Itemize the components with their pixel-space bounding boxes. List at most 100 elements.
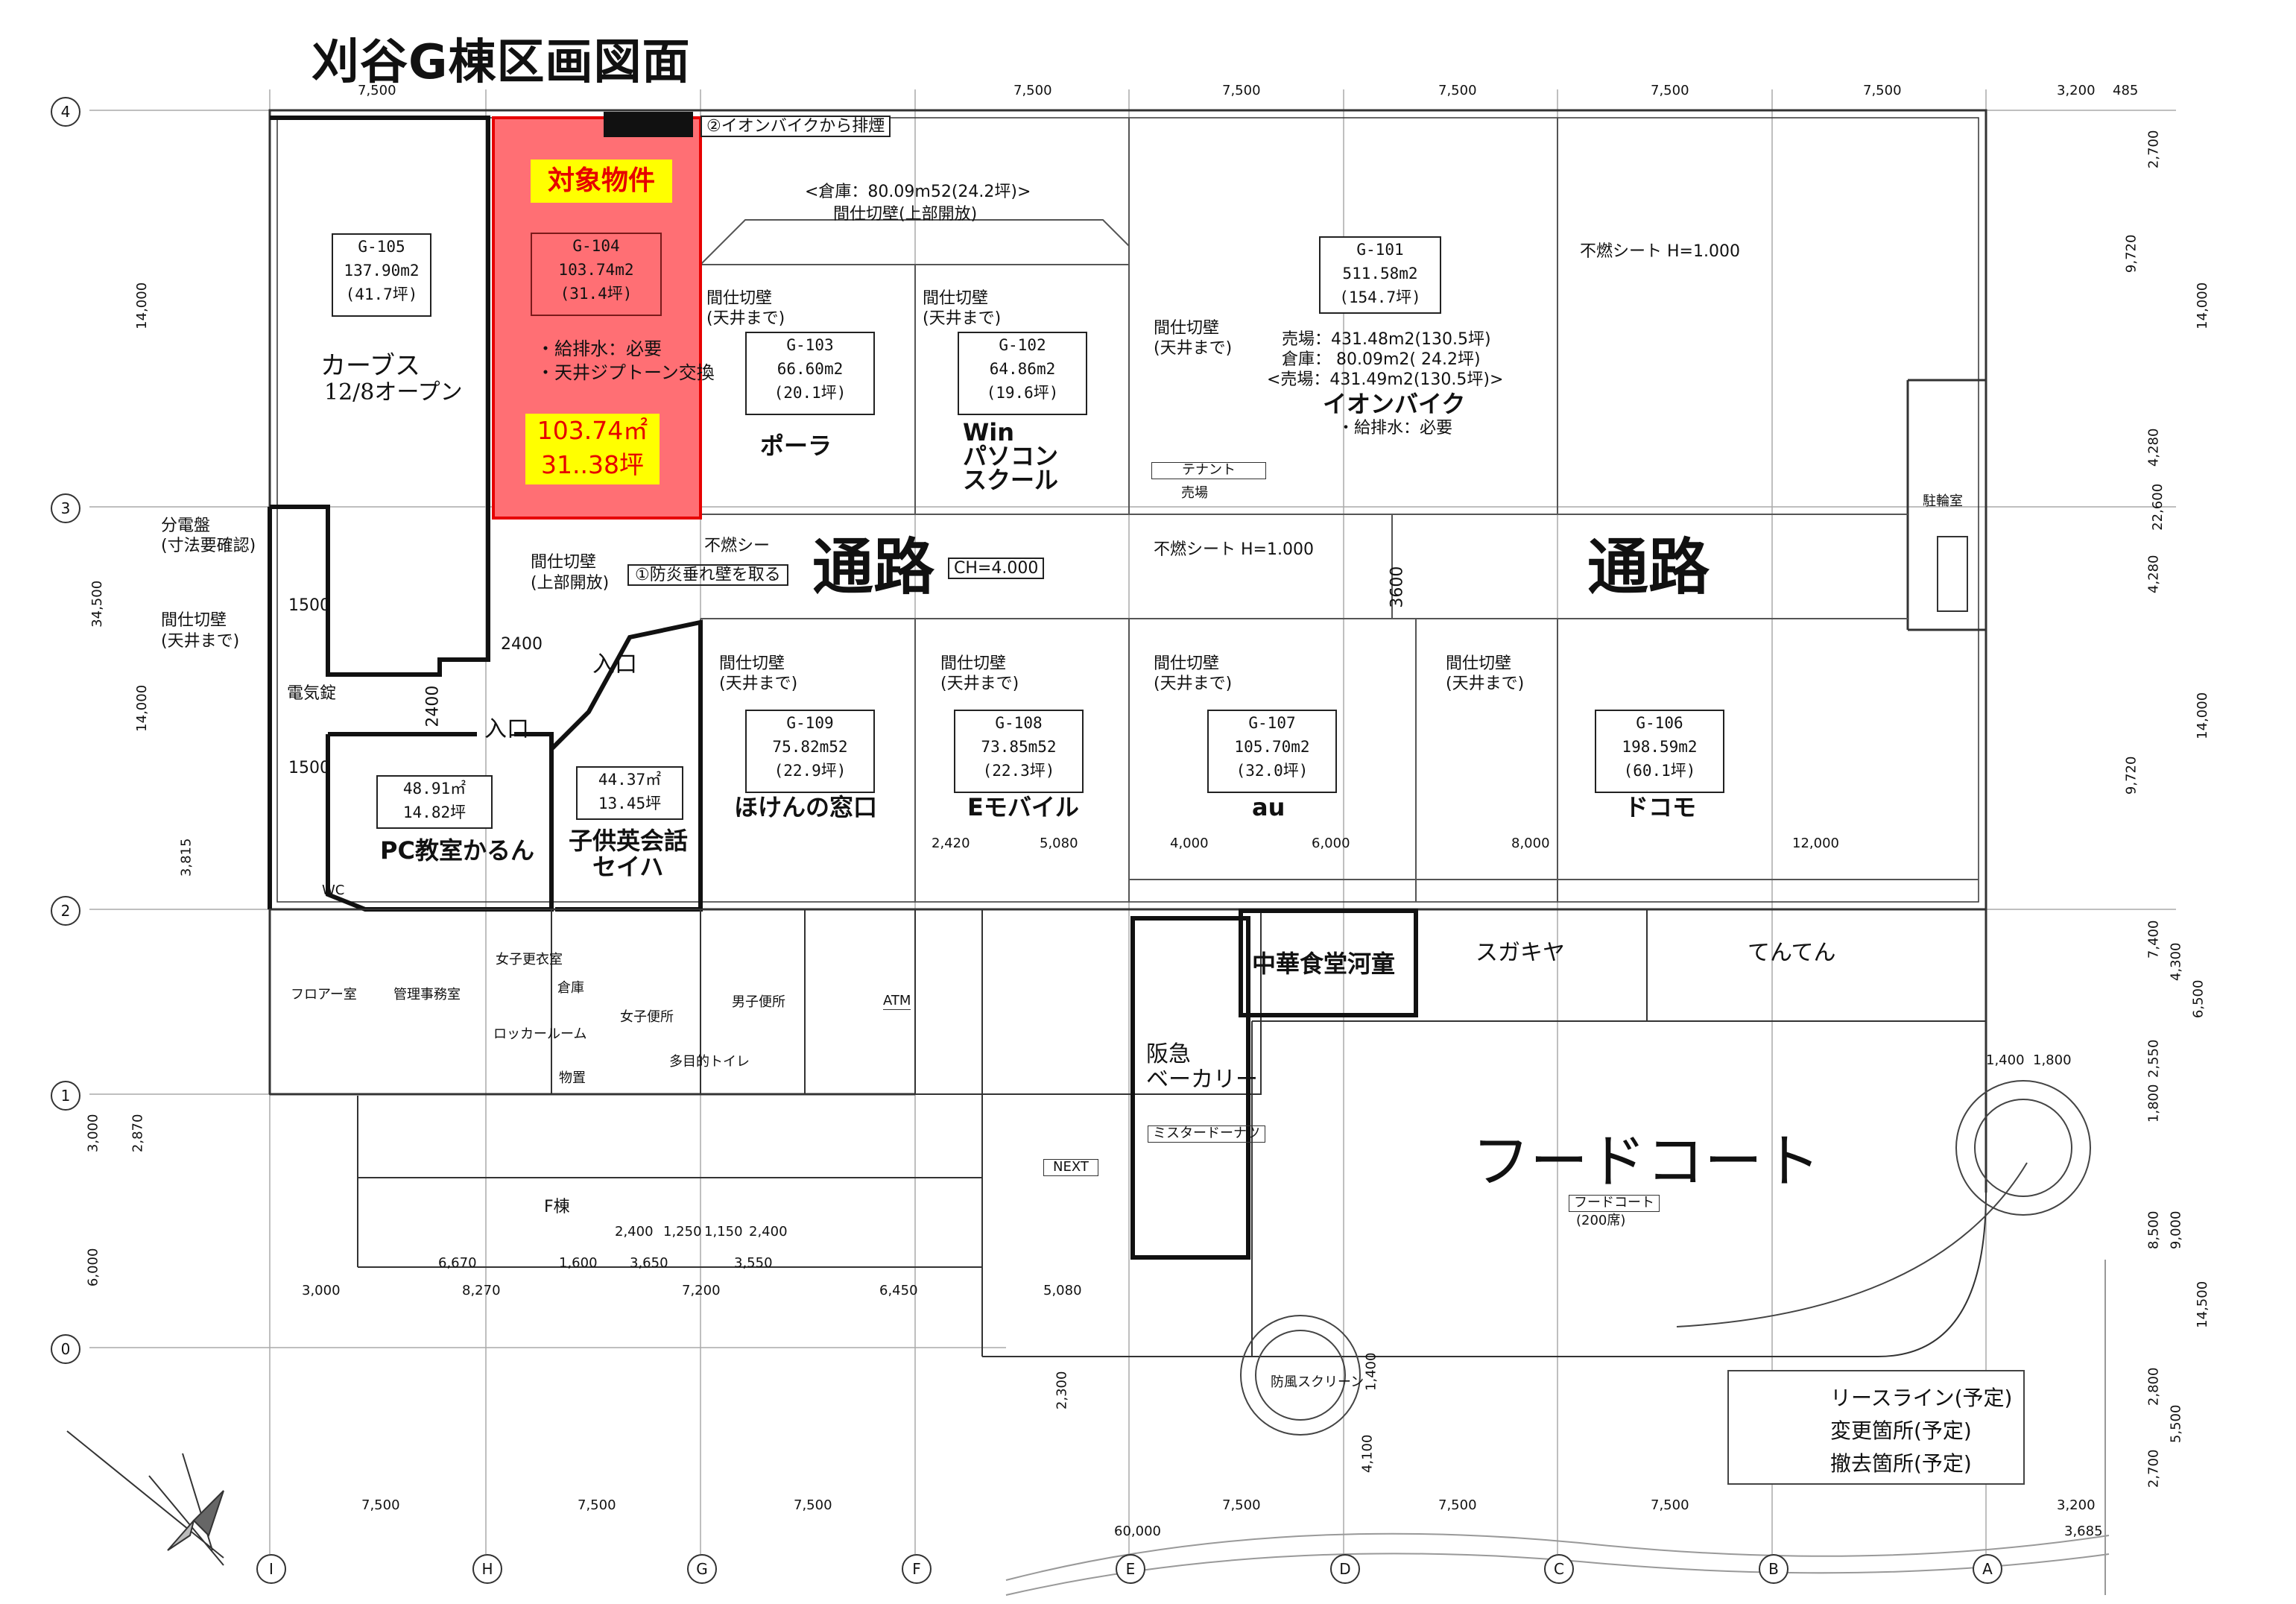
unit-area: 44.37㎡ (598, 771, 662, 789)
grid-col-label: B (1759, 1554, 1789, 1584)
unit-id: G-108 (995, 714, 1043, 732)
dimension-label: 5,500 (2168, 1404, 2184, 1444)
grid-col-label: E (1116, 1554, 1145, 1584)
unit-area: 48.91㎡ (402, 780, 467, 798)
dimension-label: 8,270 (462, 1283, 501, 1298)
nonflame-sheet-label: 不燃シート H=1.000 (1580, 242, 1740, 261)
grid-col-label: F (902, 1554, 932, 1584)
dimension-label: 5,080 (1043, 1283, 1082, 1298)
unit-area: 66.60m2 (777, 360, 844, 378)
dimension-label: 6,000 (85, 1248, 101, 1287)
grid-row-label: 2 (51, 896, 80, 926)
dimension-label: 7,500 (1438, 83, 1477, 98)
tenant-name: PC教室かるん (380, 836, 534, 865)
unit-box-g102[interactable]: G-102 64.86m2 (19.6坪) (958, 332, 1087, 415)
partition-label: 間仕切壁 (719, 654, 785, 673)
room-label: 管理事務室 (393, 987, 461, 1002)
grid-row-label: 0 (51, 1334, 80, 1364)
dimension-label: 6,500 (2190, 979, 2207, 1019)
room-label: ロッカールーム (493, 1026, 587, 1042)
unit-box-g101[interactable]: G-101 511.58m2 (154.7坪) (1319, 236, 1441, 314)
unit-id: G-103 (786, 336, 834, 354)
target-note-water: ・給排水：必要 (537, 338, 662, 359)
room-label: 男子便所 (732, 994, 785, 1010)
tenant-opening: 12/8オープン (324, 379, 463, 405)
bottom-thick-blocks (1130, 909, 1418, 1260)
dimension-label: 60,000 (1114, 1524, 1161, 1539)
room-label: 女子更衣室 (496, 952, 563, 967)
dimension-label: 2400 (423, 685, 443, 727)
grid-row-label: 4 (51, 97, 80, 127)
unit-tsubo: (41.7坪) (345, 285, 418, 303)
legend-remove: 撤去箇所(予定) (1830, 1451, 1972, 1476)
dimension-label: 1,150 (704, 1224, 743, 1240)
warehouse-label: <倉庫：80.09m52(24.2坪)> (805, 183, 1031, 201)
dimension-label: 1500 (288, 759, 330, 777)
unit-box-kids[interactable]: 44.37㎡ 13.45坪 (576, 766, 683, 820)
unit-tsubo: (22.9坪) (774, 762, 847, 780)
g101-detail: 倉庫： 80.09m2( 24.2坪) (1282, 350, 1481, 369)
unit-tsubo: (31.4坪) (560, 285, 633, 303)
tenant-name: パソコン (963, 442, 1059, 470)
grid-col-label: D (1330, 1554, 1360, 1584)
legend-box: リースライン(予定) 変更箇所(予定) 撤去箇所(予定) (1727, 1370, 2025, 1485)
unit-box-g109[interactable]: G-109 75.82m52 (22.9坪) (745, 710, 875, 793)
unit-box-g108[interactable]: G-108 73.85m52 (22.3坪) (954, 710, 1084, 793)
target-note-ceiling: ・天井ジプトーン交換 (537, 362, 715, 383)
room-label: フロアー室 (291, 987, 357, 1002)
partition-label: (天井まで) (1446, 675, 1525, 693)
partition-label: (天井まで) (706, 309, 785, 328)
unit-area: 198.59m2 (1622, 738, 1698, 756)
atm-label: ATM (883, 993, 911, 1010)
screen-label: 防風スクリーン (1271, 1374, 1364, 1390)
entrance-label: 入口 (484, 716, 529, 742)
dimension-label: 1,400 (1363, 1352, 1379, 1392)
tenant-name: Win (963, 418, 1015, 446)
dimension-label: 7,500 (1222, 83, 1261, 98)
unit-box-g107[interactable]: G-107 105.70m2 (32.0坪) (1207, 710, 1337, 793)
dimension-label: 7,500 (1013, 83, 1052, 98)
unit-id: G-101 (1356, 241, 1404, 259)
tenant-name: スガキヤ (1476, 940, 1565, 966)
unit-area: 73.85m52 (981, 738, 1057, 756)
smoke-vent-block (604, 112, 693, 137)
partition-label: 間仕切壁 (1446, 654, 1512, 673)
partition-label: 間仕切壁 (706, 289, 773, 308)
tenant-name: イオンバイク (1323, 390, 1466, 418)
dimension-label: 8,000 (1511, 836, 1550, 851)
unit-area: 64.86m2 (989, 360, 1056, 378)
partition-label: 間仕切壁 (923, 289, 989, 308)
smoke-wall-note: ①防炎垂れ壁を取る (627, 564, 788, 587)
dimension-label: 2,700 (2145, 1449, 2162, 1488)
dimension-label: 3,550 (734, 1255, 773, 1271)
unit-id: G-105 (358, 238, 405, 256)
tenant-name: ポーラ (760, 432, 832, 460)
dimension-label: 7,500 (358, 83, 396, 98)
dimension-label: 4,300 (2168, 942, 2184, 982)
dimension-label: 2,400 (749, 1224, 788, 1240)
round-features (1240, 1080, 2091, 1436)
dimension-label: 3,000 (302, 1283, 341, 1298)
dimension-label: 1,400 (1986, 1052, 2025, 1068)
unit-tsubo: (60.1坪) (1623, 762, 1696, 780)
grid-row-label: 1 (51, 1081, 80, 1111)
unit-box-pc[interactable]: 48.91㎡ 14.82坪 (376, 775, 493, 829)
panel-label: 分電盤 (161, 517, 211, 535)
target-unit-box[interactable]: G-104 103.74m2 (31.4坪) (531, 233, 662, 316)
unit-box-g106[interactable]: G-106 198.59m2 (60.1坪) (1595, 710, 1724, 793)
dimension-label: 7,500 (1438, 1497, 1477, 1513)
unit-box-g103[interactable]: G-103 66.60m2 (20.1坪) (745, 332, 875, 415)
tenant-name: ベーカリー (1146, 1067, 1258, 1093)
dimension-label: 7,500 (1651, 1497, 1689, 1513)
dimension-label: 485 (2113, 83, 2139, 98)
partition-label: 間仕切壁 (161, 611, 227, 630)
dimension-label: 1,800 (2145, 1084, 2162, 1123)
wc-label: WC (322, 882, 345, 898)
unit-box-g105[interactable]: G-105 137.90m2 (41.7坪) (332, 233, 431, 317)
dimension-label: 1,600 (559, 1255, 598, 1271)
partition-label: (上部開放) (531, 574, 610, 593)
dimension-label: 2,550 (2145, 1039, 2162, 1079)
sales-label: 売場 (1181, 485, 1208, 501)
legend-change: 変更箇所(予定) (1830, 1418, 1972, 1443)
dimension-label: 7,200 (682, 1283, 721, 1298)
